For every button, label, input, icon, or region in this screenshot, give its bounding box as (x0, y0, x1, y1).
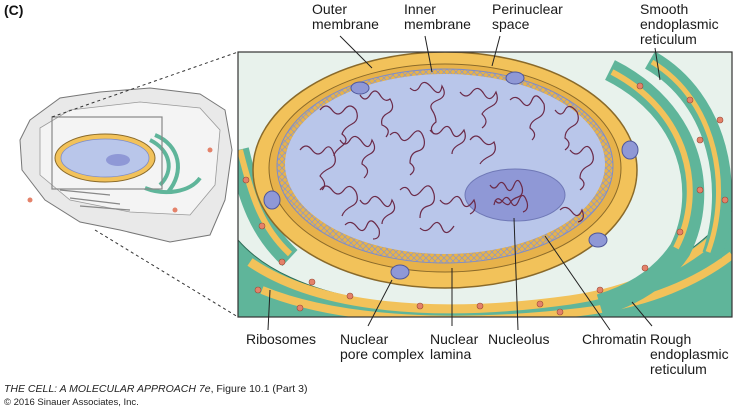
connector-line (94, 229, 239, 318)
panel-label: (C) (4, 2, 24, 18)
leader-lines (267, 35, 661, 331)
label-smooth-er: Smooth endoplasmic reticulum (640, 1, 719, 47)
label-nuclear-pore-complex: Nuclear pore complex (340, 331, 425, 362)
label-rough-er: Rough endoplasmic reticulum (650, 331, 729, 377)
ribosomes (242, 82, 729, 316)
label-inner-membrane: Inner membrane (404, 1, 471, 32)
nucleus-panel (238, 52, 732, 317)
nucleoplasm (285, 74, 605, 254)
label-nucleolus: Nucleolus (488, 331, 550, 347)
credit-figure-number: , Figure 10.1 (Part 3) (210, 383, 308, 395)
figure-credit: THE CELL: A MOLECULAR APPROACH 7e, Figur… (4, 383, 307, 395)
cell-thumbnail (19, 87, 233, 243)
credit-copyright: © 2016 Sinauer Associates, Inc. (4, 397, 139, 408)
nuclear-pore-complexes (263, 71, 639, 280)
label-perinuclear-space: Perinuclear space (492, 1, 563, 32)
rough-er (238, 52, 732, 317)
credit-book-title: THE CELL: A MOLECULAR APPROACH 7e (4, 383, 211, 395)
label-nuclear-lamina: Nuclear lamina (430, 331, 479, 362)
connector-line (51, 51, 239, 118)
label-outer-membrane: Outer membrane (312, 1, 379, 32)
nucleolus (464, 168, 566, 222)
label-chromatin: Chromatin (582, 331, 647, 347)
chromatin (299, 81, 594, 240)
label-ribosomes: Ribosomes (246, 331, 317, 347)
panel-border (237, 51, 733, 318)
